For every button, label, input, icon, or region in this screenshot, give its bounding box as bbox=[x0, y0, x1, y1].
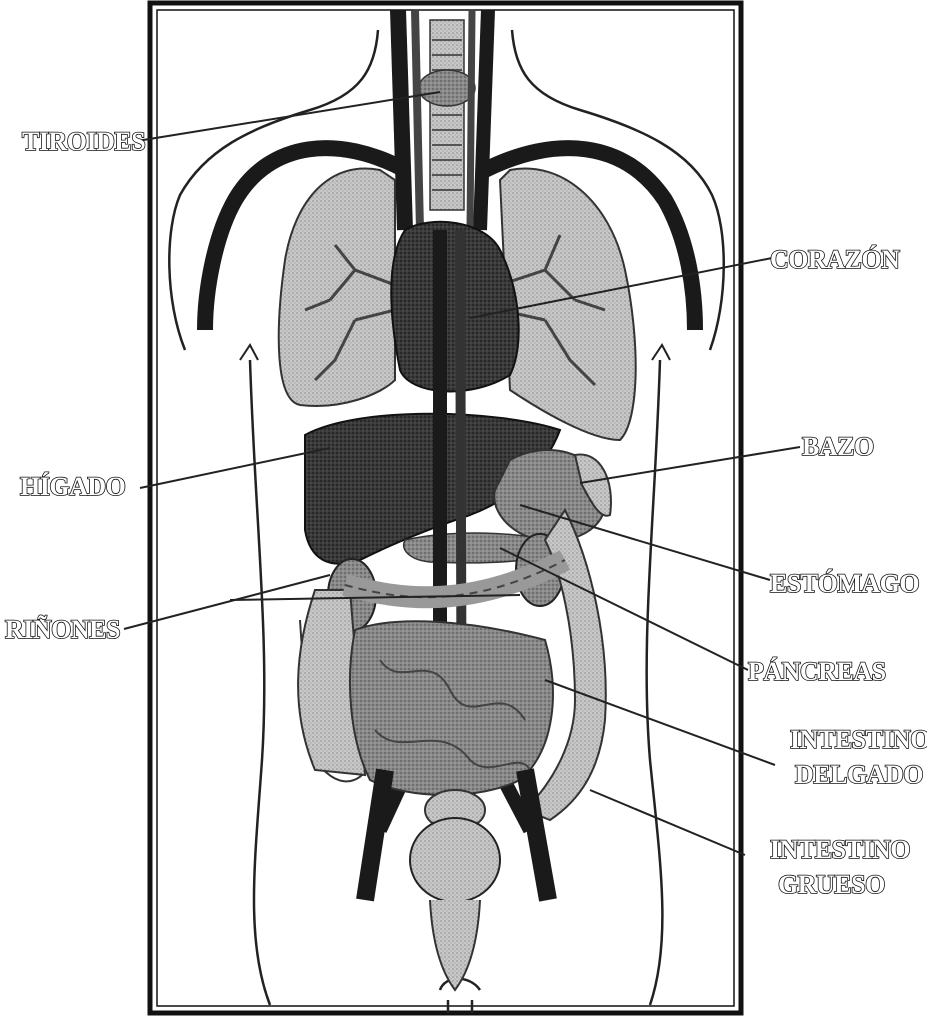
thyroid bbox=[419, 70, 475, 106]
label-intestino-delgado-line1: INTESTINO bbox=[790, 725, 927, 754]
label-intestino-delgado-line2: DELGADO bbox=[795, 760, 923, 789]
label-estomago: ESTÓMAGO bbox=[770, 569, 919, 598]
label-intestino-grueso-line2: GRUESO bbox=[778, 870, 885, 899]
label-higado: HÍGADO bbox=[20, 472, 125, 501]
label-tiroides: TIROIDES bbox=[22, 127, 145, 156]
label-intestino-grueso-line1: INTESTINO bbox=[770, 835, 910, 864]
label-pancreas: PÁNCREAS bbox=[748, 657, 886, 686]
heart bbox=[391, 222, 518, 392]
small-intestine bbox=[350, 621, 553, 795]
label-rinones: RIÑONES bbox=[5, 615, 120, 644]
label-bazo: BAZO bbox=[802, 432, 874, 461]
trachea bbox=[430, 20, 464, 210]
label-corazon: CORAZÓN bbox=[770, 245, 900, 274]
